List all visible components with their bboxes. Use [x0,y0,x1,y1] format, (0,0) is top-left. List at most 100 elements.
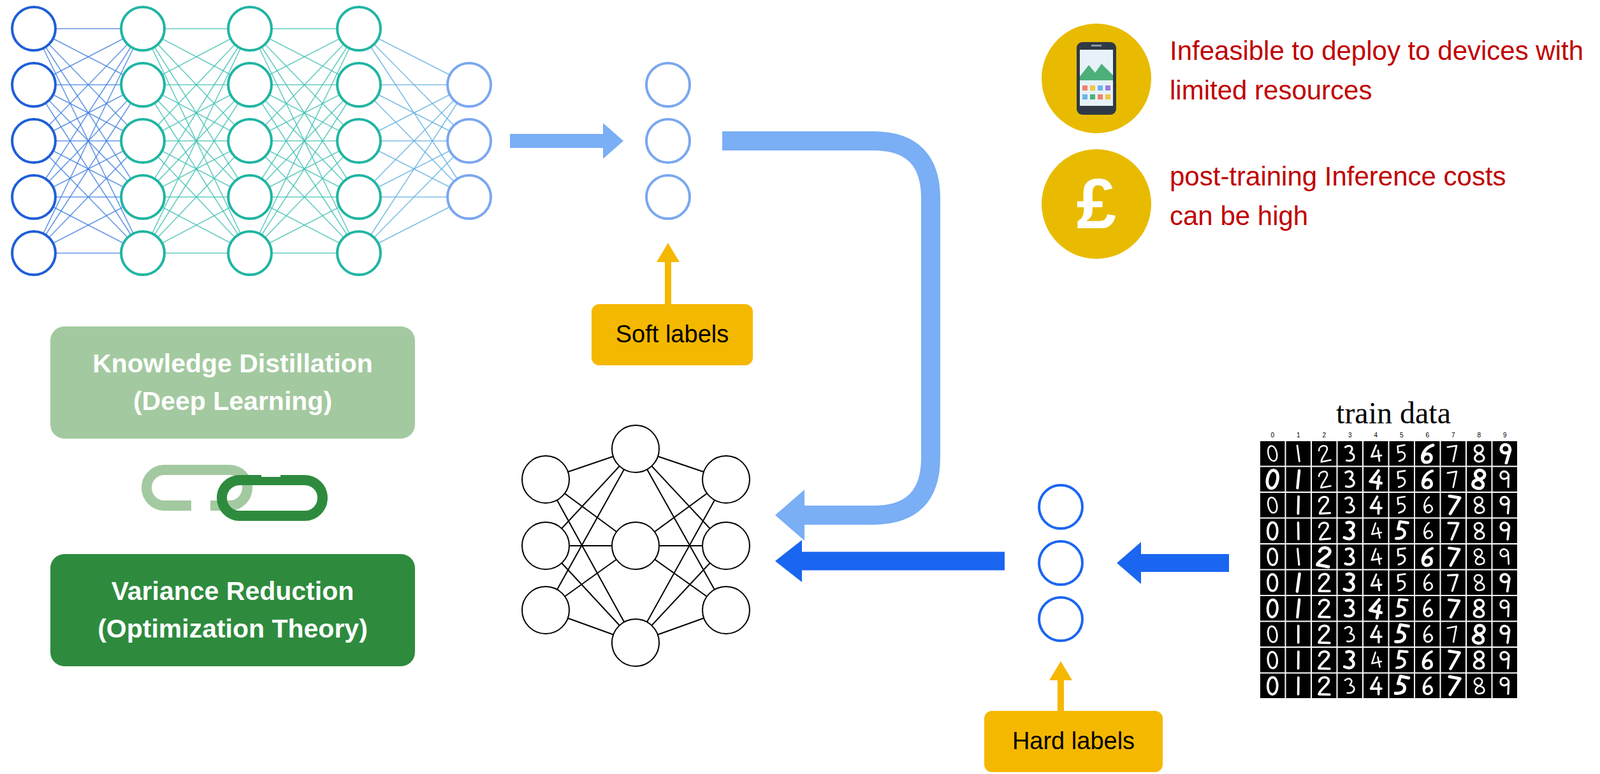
digit-cell [1260,441,1286,466]
box-text: Variance Reduction (Optimization Theory) [59,572,407,649]
mnist-grid [1260,441,1518,699]
column-number: 2 [1311,431,1338,440]
hard-output [1039,541,1083,585]
digit-cell [1466,622,1492,648]
handwritten-digit [1499,599,1510,617]
handwritten-digit [1473,496,1485,514]
handwritten-digit [1370,625,1382,643]
handwritten-digit [1318,444,1331,463]
handwritten-digit [1267,676,1278,695]
digit-cell [1286,596,1312,621]
digit-cell [1492,467,1518,493]
digit-cell [1389,622,1415,648]
digit-cell [1415,467,1440,493]
handwritten-digit [1473,548,1485,565]
phone-screen [1079,49,1113,106]
handwritten-digit [1371,677,1382,695]
handwritten-digit [1473,522,1485,540]
digit-cell [1466,673,1492,699]
neuron [121,175,165,219]
network-link [142,84,250,254]
digit-cell [1338,622,1363,648]
box-text: Knowledge Distillation (Deep Learning) [59,344,407,421]
chain-link [221,480,323,516]
column-number: 3 [1337,431,1364,440]
note-text: post-training Inference costs can be hig… [1169,156,1527,236]
digit-cell [1415,441,1440,466]
handwritten-digit [1318,496,1331,514]
phone-app [1082,94,1088,100]
digit-cell [1363,441,1389,466]
network-link [33,84,143,254]
digit-cell [1338,673,1363,699]
digit-cell [1466,467,1492,493]
handwritten-digit [1472,624,1486,644]
neuron [121,63,165,107]
handwritten-digit [1396,444,1408,461]
handwritten-digit [1422,496,1433,514]
concept-box: Knowledge Distillation (Deep Learning) [50,326,415,439]
neuron [12,231,56,275]
arrow-head [603,123,624,159]
digit-cell [1260,570,1286,596]
digit-cell [1311,622,1337,648]
column-number: 1 [1285,431,1312,440]
digit-cell [1363,518,1389,544]
handwritten-digit [1500,573,1510,591]
box-text: Hard labels [1012,723,1135,759]
handwritten-digit [1369,469,1383,489]
network-link [249,28,359,197]
digit-cell [1260,518,1286,544]
digit-cell [1441,467,1467,493]
handwritten-digit [1422,547,1433,567]
handwritten-digit [1473,599,1484,618]
digit-cell [1311,518,1337,544]
handwritten-digit [1448,522,1459,540]
column-number: 7 [1440,431,1467,440]
handwritten-digit [1396,548,1407,565]
digit-cell [1311,596,1337,621]
handwritten-digit [1447,445,1460,463]
neuron [228,119,272,163]
handwritten-digit [1345,625,1355,642]
neuron [337,7,381,51]
digit-cell [1286,467,1312,493]
handwritten-digit [1396,470,1408,487]
digit-cell [1338,596,1363,621]
digit-cell [1389,544,1415,570]
handwritten-digit [1297,445,1300,462]
neuron [337,63,381,107]
neuron [228,7,272,51]
handwritten-digit [1498,443,1511,463]
handwritten-digit [1447,650,1460,670]
handwritten-digit [1500,496,1510,514]
network-link [249,28,359,197]
column-number: 8 [1466,431,1493,440]
digit-cell [1389,596,1415,621]
handwritten-digit [1396,599,1408,617]
arrow-shaft [722,140,931,516]
network-link [33,84,143,254]
digit-cell [1363,492,1389,518]
column-number: 5 [1389,431,1416,440]
handwritten-digit [1370,573,1382,591]
handwritten-digit [1423,677,1433,695]
handwritten-digit [1395,624,1409,644]
digit-cell [1415,596,1440,621]
hard-output [1039,485,1083,529]
handwritten-digit [1267,651,1278,669]
handwritten-digit [1344,573,1356,591]
digit-cell [1441,492,1467,518]
handwritten-digit [1422,599,1433,617]
figure-title: train data [1265,395,1521,431]
neuron [447,119,491,163]
phone-app [1105,94,1111,100]
soft-output [646,63,690,107]
handwritten-digit [1500,651,1510,669]
icon-disc [1041,23,1152,134]
digit-cell [1363,596,1389,621]
digit-cell [1311,441,1337,466]
digit-cell [1492,544,1518,570]
teacher-network [12,7,491,275]
hard-arrow [775,539,1005,582]
